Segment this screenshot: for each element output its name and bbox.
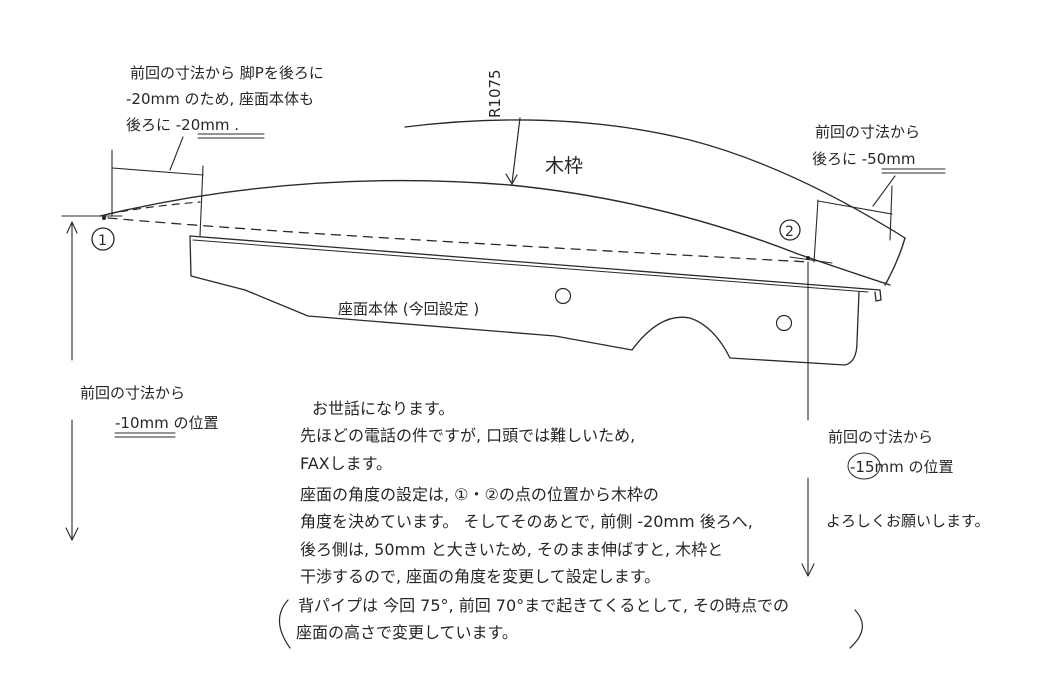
- seat-body-outline: [189, 235, 860, 366]
- left-vertical-uparrow: [66, 221, 78, 234]
- point-1-label: 1: [98, 233, 107, 249]
- note-left-line-2: -10mm の位置: [115, 414, 219, 432]
- note-top-right-line-2: 後ろに -50mm: [812, 150, 916, 168]
- reference-line-right: [789, 256, 833, 264]
- dim-left-leader: [169, 136, 184, 171]
- dim-right-leader: [872, 175, 896, 207]
- wood-frame-end: [884, 237, 906, 286]
- previous-seat-dashed-line: [107, 217, 811, 263]
- radius-arrowhead: [505, 173, 518, 185]
- message-line-8: 背パイプは 今回 75°, 前回 70°まで起きてくるとして, その時点での: [298, 596, 789, 615]
- closing-text: よろしくお願いします。: [826, 512, 990, 530]
- point-2-label: 2: [785, 224, 794, 240]
- note-top-right-line-1: 前回の寸法から: [815, 123, 920, 141]
- seat-top-pipe-inner: [192, 239, 869, 293]
- seat-hole-right: [775, 314, 793, 332]
- point-1-marker: [91, 227, 115, 251]
- message-line-6: 後ろ側は, 50mm と大きいため, そのまま伸ばすと, 木枠と: [300, 540, 723, 559]
- note-top-left-line-2: -20mm のため, 座面本体も: [126, 90, 314, 108]
- right-note-circle: [847, 452, 881, 480]
- message-line-9: 座面の高さで変更しています。: [296, 623, 518, 642]
- seat-body-label: 座面本体 (今回設定 ): [338, 300, 479, 318]
- point-1-dot: [102, 216, 106, 220]
- radius-arc: [404, 119, 906, 239]
- paren-right: [849, 609, 863, 649]
- point-2-marker: [779, 219, 801, 241]
- note-right-line-2: -15mm の位置: [850, 458, 954, 476]
- dim-left-ext-2: [199, 165, 204, 237]
- message-line-7: 干渉するので, 座面の角度を変更して設定します。: [300, 567, 660, 586]
- message-line-1: お世話になります。: [312, 399, 454, 418]
- seat-top-pipe: [189, 235, 882, 302]
- dim-left-line: [111, 167, 204, 176]
- left-vertical-arrowhead: [65, 527, 79, 541]
- point-2-dot: [806, 256, 810, 260]
- note-left-line-1: 前回の寸法から: [80, 384, 185, 402]
- dashed-line-upper: [107, 201, 201, 215]
- radius-label: R1075: [486, 69, 504, 118]
- right-vertical-arrowhead: [801, 563, 815, 577]
- note-top-left-line-1: 前回の寸法から 脚Pを後ろに: [130, 64, 324, 82]
- message-line-2: 先ほどの電話の件ですが, 口頭では難しいため,: [300, 426, 635, 445]
- note-top-left-line-3: 後ろに -20mm .: [126, 116, 239, 134]
- wood-frame-label: 木枠: [545, 155, 583, 177]
- dim-right-ext-1: [813, 199, 819, 263]
- message-line-3: FAXします。: [300, 454, 392, 473]
- wood-frame-curve: [99, 179, 891, 286]
- paren-left: [278, 599, 291, 649]
- message-line-4: 座面の角度の設定は, ①・②の点の位置から木枠の: [300, 485, 659, 504]
- seat-hole-left: [554, 287, 572, 305]
- note-right-line-1: 前回の寸法から: [828, 428, 933, 446]
- message-line-5: 角度を決めています。 そしてそのあとで, 前側 -20mm 後ろへ,: [300, 512, 753, 531]
- radius-leader: [511, 117, 521, 184]
- dim-right-line: [817, 200, 893, 215]
- dim-right-ext-2: [889, 185, 893, 241]
